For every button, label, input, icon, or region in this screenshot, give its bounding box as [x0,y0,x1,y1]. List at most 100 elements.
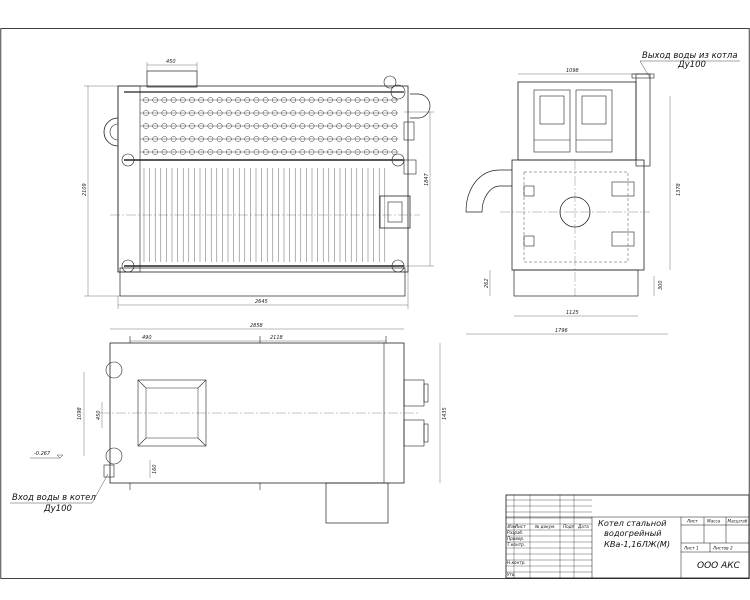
tube-section [391,149,398,155]
tb-org: ООО АКС [697,561,741,571]
label-water-out: Выход воды из котла [642,51,738,61]
tube-section [262,97,269,103]
tube-section [336,149,343,155]
tube-section [363,97,370,103]
tube-section [170,149,177,155]
tb-hdr-date: Дата [577,524,589,529]
plan-right-nozzle-1 [403,379,425,407]
tube-section [262,110,269,116]
tube-section [299,136,306,142]
tube-section [373,110,379,116]
dim-plan-total: 2858 [250,323,263,329]
side-dashed-outline [523,171,629,263]
tube-section [281,149,287,155]
tube-section [253,110,260,116]
tube-section [382,110,389,116]
front-collector-1 [121,153,135,167]
tube-section [179,123,186,129]
tube-section [225,136,232,142]
plan-dimensions [83,328,441,483]
front-burner-port [379,195,411,229]
front-burner-port-inner [387,201,403,223]
tube-section [225,110,232,116]
tube-section [189,97,195,103]
tube-section [253,149,260,155]
plan-pipe-bottom [105,447,123,465]
tube-section [189,110,195,116]
tb-role-ncontrol: Н.контр. [507,560,526,565]
tb-col-scale: Масштаб [728,519,748,524]
tube-section [345,123,352,129]
tube-section [308,97,315,103]
tube-section [235,97,241,103]
tube-section [382,149,389,155]
tb-col-mass: Масса [707,519,721,524]
tube-section [299,149,306,155]
tube-section [327,110,333,116]
tube-section [363,123,370,129]
tube-section [189,123,195,129]
tube-section [281,123,287,129]
tube-section [235,149,241,155]
tb-hdr-sign: Подп [563,524,575,529]
tube-section [363,136,370,142]
tube-section [281,136,287,142]
tb-col-sheet: Лист [686,519,698,524]
tube-section [271,123,278,129]
tube-section [290,136,297,142]
tube-section [244,136,251,142]
side-outlet-pipe [635,73,651,167]
front-tube-bank-upper [140,97,398,155]
front-right-flange-2 [403,159,417,175]
side-view [465,73,671,335]
tb-title-line1: Котел стальной [598,518,667,528]
tube-section [170,97,177,103]
tube-section [354,136,361,142]
tube-section [170,136,177,142]
tube-section [373,97,379,103]
tube-section [281,97,287,103]
tube-section [299,123,306,129]
dim-side-top: 1098 [566,68,579,74]
tube-section [336,136,343,142]
tb-title-line2: водогрейный [604,528,662,538]
tb-hdr-change: Изм [508,524,517,529]
tube-section [345,97,352,103]
dim-plan-elevation: -0.267 [34,451,51,457]
tube-section [152,149,159,155]
tube-section [179,110,186,116]
tube-section [308,123,315,129]
dim-side-left: 262 [484,278,490,288]
dim-plan-span: 2118 [270,335,283,341]
tube-section [235,136,241,142]
tube-section [345,110,352,116]
side-dimensions [466,73,671,335]
side-box-right [575,89,613,153]
tube-section [317,136,324,142]
tube-section [253,136,260,142]
label-water-in-size: Ду100 [43,504,72,514]
tube-section [216,136,223,142]
tb-hdr-doc: № докум. [534,524,556,529]
tb-role-dev: Разраб. [507,530,523,535]
front-base [119,267,406,297]
tube-section [308,136,315,142]
tube-section [143,149,149,155]
tube-section [363,110,370,116]
tube-section [317,123,324,129]
tube-section [207,149,214,155]
side-base [513,269,639,297]
tube-section [382,123,389,129]
tube-section [161,149,168,155]
dim-plan-left: 490 [142,335,152,341]
tube-section [382,136,389,142]
tube-section [244,110,251,116]
tube-section [354,123,361,129]
tube-section [317,110,324,116]
tube-section [207,136,214,142]
front-top-nozzle [146,70,198,88]
tube-section [327,97,333,103]
tube-section [244,97,251,103]
front-collector-6 [383,75,397,89]
tube-section [281,110,287,116]
